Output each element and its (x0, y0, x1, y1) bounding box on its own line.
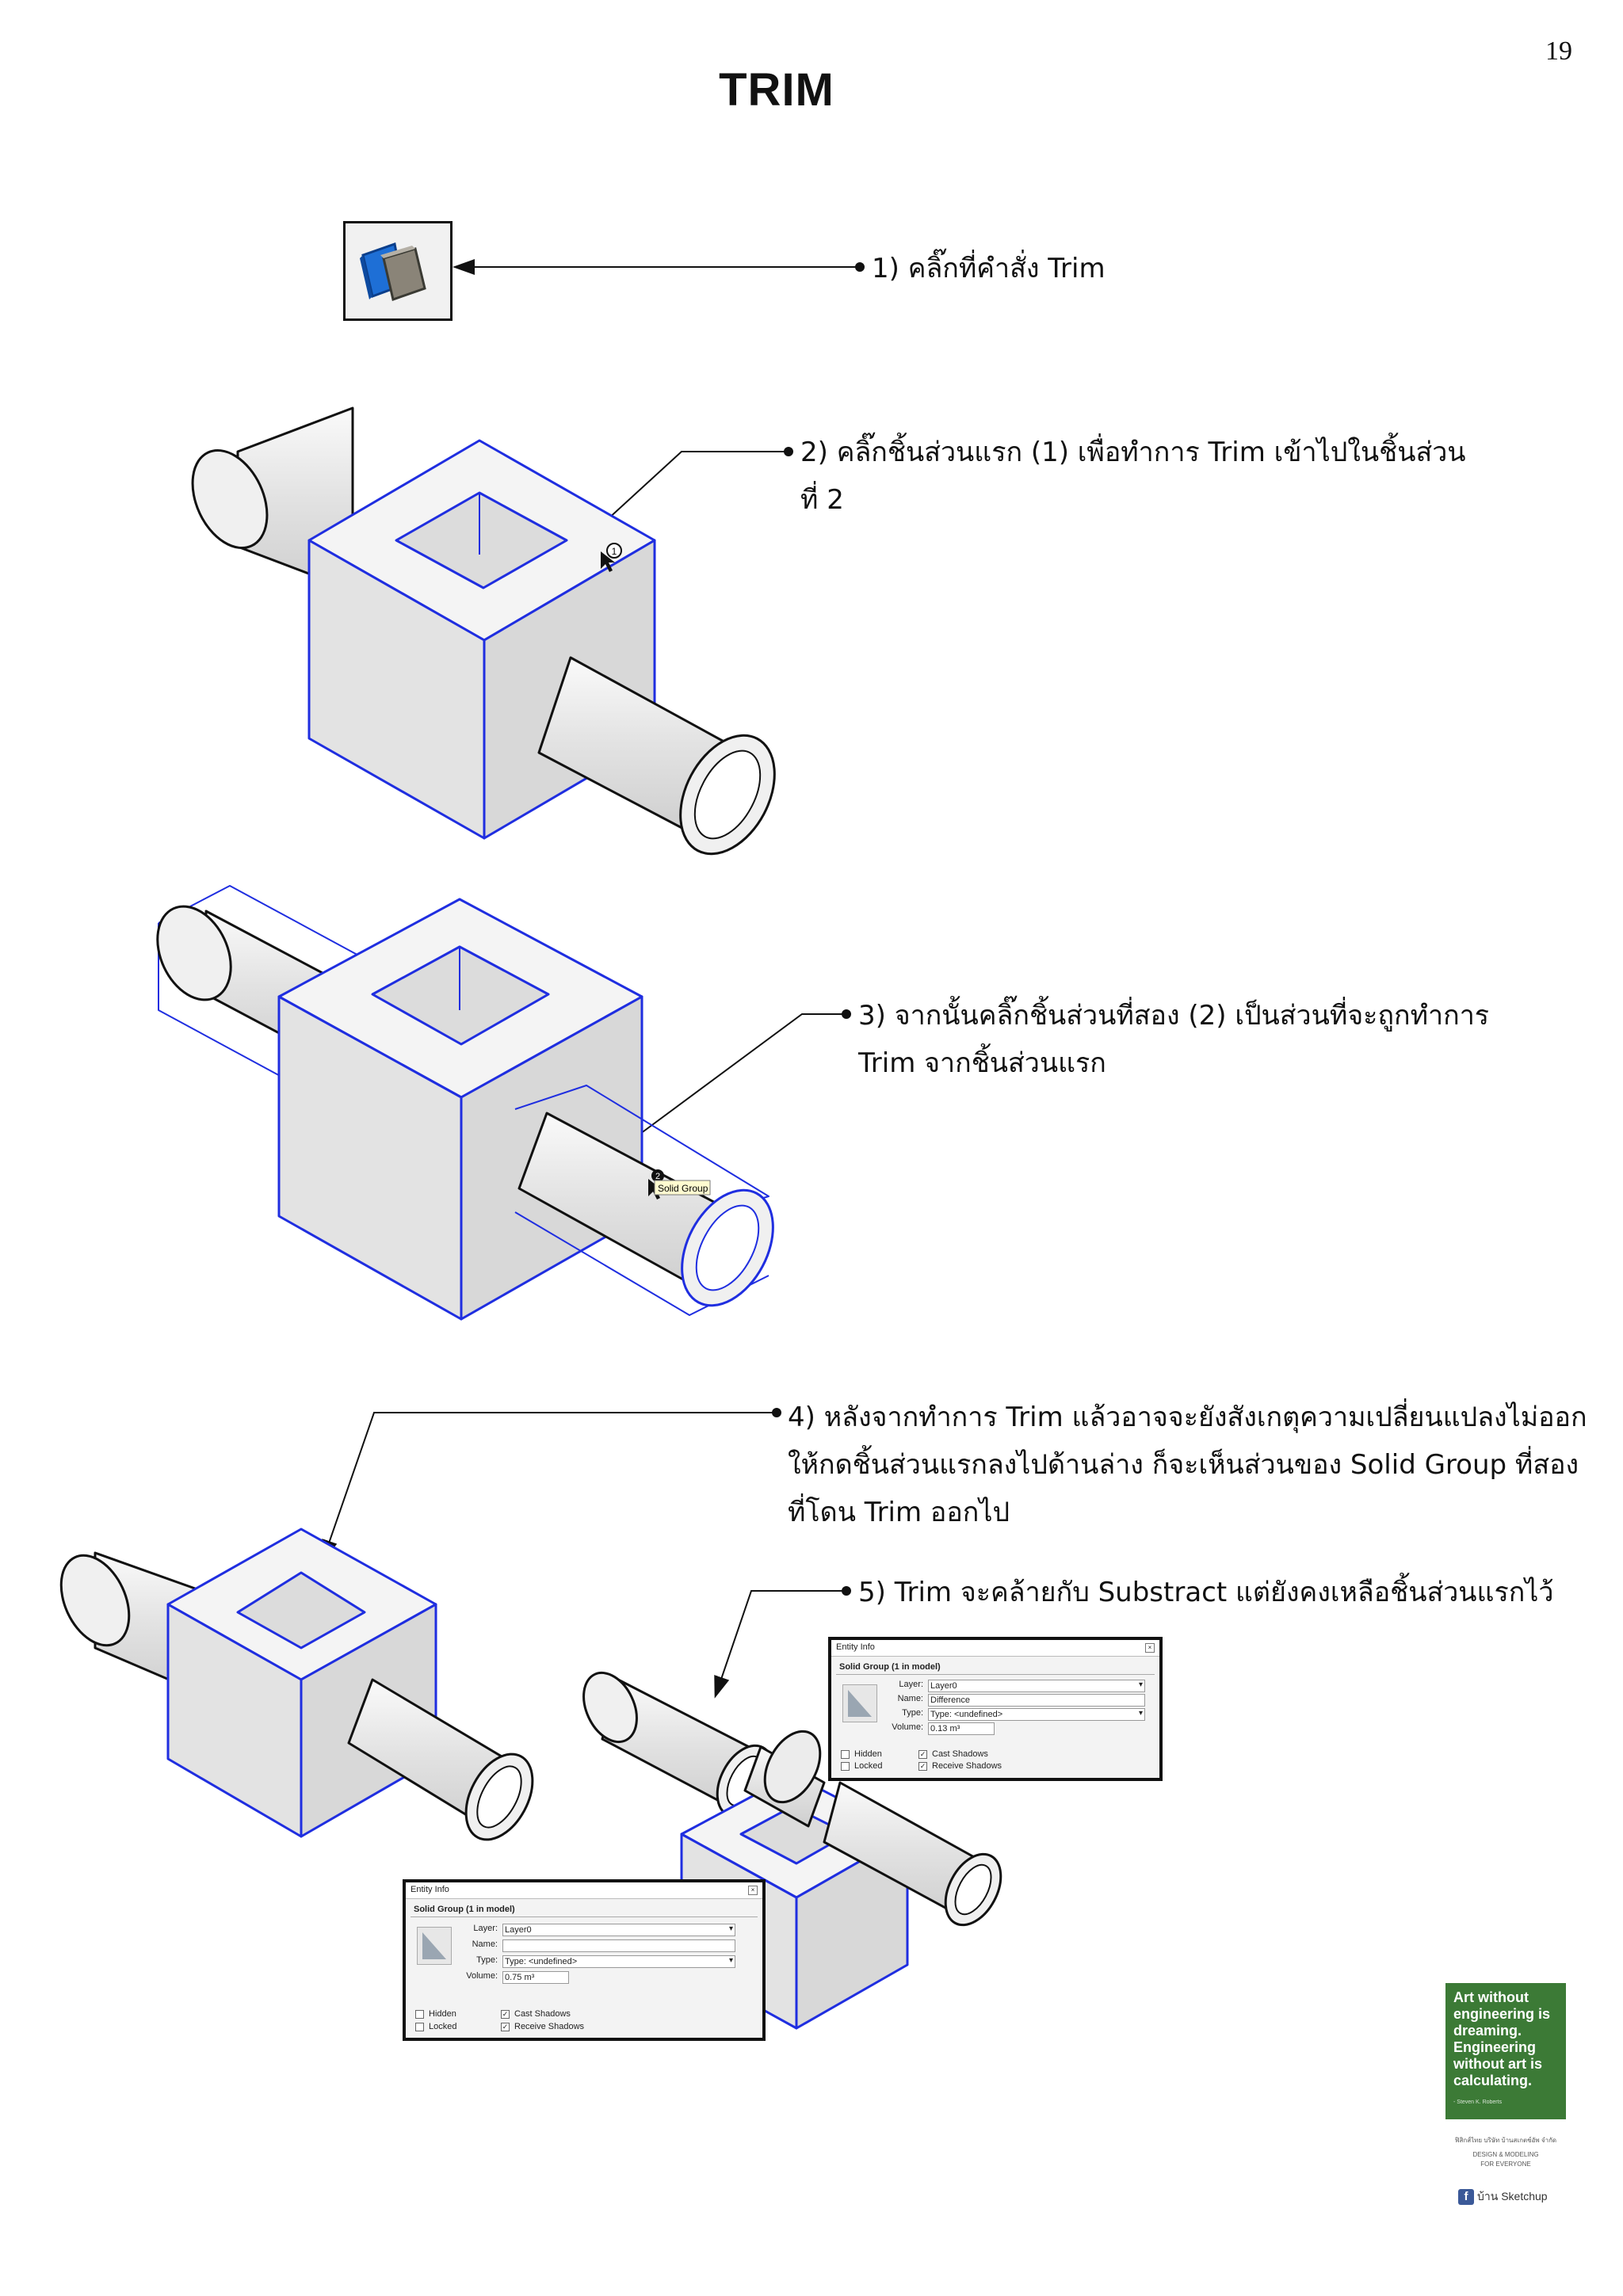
step-4-text-line1: 4) หลังจากทำการ Trim แล้วอาจจะยังสังเกตุ… (788, 1402, 1587, 1433)
callout-4 (322, 1412, 777, 1562)
locked-checkbox[interactable]: Locked (415, 2022, 456, 2031)
step-2-text-line1: 2) คลิ๊กชิ้นส่วนแรก (1) เพื่อทำการ Trim … (800, 437, 1466, 468)
close-icon[interactable]: × (1145, 1643, 1155, 1653)
panel-subtitle: Solid Group (1 in model) (836, 1660, 1155, 1675)
facebook-icon: f (1458, 2189, 1474, 2205)
cast-shadows-checkbox[interactable]: ✓Cast Shadows (918, 1749, 988, 1759)
step-3-text-line2: Trim จากชิ้นส่วนแรก (858, 1047, 1106, 1079)
layer-select[interactable]: Layer0 (502, 1924, 735, 1936)
panel-subtitle: Solid Group (1 in model) (411, 1902, 758, 1917)
type-label: Type: (476, 1955, 498, 1965)
name-field[interactable]: Difference (928, 1694, 1145, 1707)
model-step4 (59, 1527, 534, 1841)
cursor-icon (601, 551, 615, 572)
volume-label: Volume: (466, 1971, 498, 1981)
trim-solids-icon (360, 242, 426, 301)
receive-shadows-checkbox[interactable]: ✓Receive Shadows (501, 2022, 585, 2031)
layer-label: Layer: (473, 1924, 498, 1933)
poster-quote: Art without engineering is dreaming. Eng… (1453, 1989, 1551, 2088)
step-5-text: 5) Trim จะคล้ายกับ Substract แต่ยังคงเหล… (858, 1577, 1554, 1608)
poster-author: - Steven K. Roberts (1453, 2100, 1503, 2105)
model-step3: 2 Solid Group (156, 885, 774, 1321)
marker-2: 2 (655, 1172, 660, 1181)
name-label: Name: (472, 1939, 498, 1949)
volume-value: 0.75 m³ (502, 1971, 569, 1984)
marker-1: 1 (612, 546, 617, 557)
step-3-text-line1: 3) จากนั้นคลิ๊กชิ้นส่วนที่สอง (2) เป็นส่… (858, 1000, 1490, 1032)
page-number: 19 (1545, 36, 1572, 66)
type-label: Type: (902, 1708, 923, 1718)
component-thumbnail (417, 1927, 452, 1965)
layer-label: Layer: (899, 1680, 923, 1689)
step-4-text-line2: ให้กดชิ้นส่วนแรกลงไปด้านล่าง ก็จะเห็นส่ว… (788, 1449, 1579, 1481)
cast-shadows-checkbox[interactable]: ✓Cast Shadows (501, 2009, 571, 2019)
entity-info-panel-solid-group: Entity Info × Solid Group (1 in model) L… (403, 1879, 766, 2041)
poster-caption-1: ฟิสิกส์ไทย บริษัท บ้านสเกตช์อัพ จำกัด (1454, 2137, 1557, 2144)
page-title: TRIM (719, 64, 834, 116)
trim-tool-icon[interactable] (343, 221, 453, 321)
component-thumbnail (842, 1684, 877, 1722)
type-select[interactable]: Type: <undefined> (502, 1955, 735, 1968)
quote-poster: Art without engineering is dreaming. Eng… (1445, 1983, 1566, 2119)
tooltip-text: Solid Group (658, 1183, 708, 1194)
locked-checkbox[interactable]: Locked (841, 1761, 882, 1771)
volume-value: 0.13 m³ (928, 1722, 995, 1735)
layer-select[interactable]: Layer0 (928, 1680, 1145, 1692)
hidden-checkbox[interactable]: Hidden (415, 2009, 456, 2019)
callout-3 (619, 1013, 846, 1150)
close-icon[interactable]: × (748, 1886, 758, 1895)
volume-label: Volume: (892, 1722, 923, 1732)
name-label: Name: (897, 1694, 923, 1703)
model-step2: 1 (191, 406, 776, 856)
panel-title: Entity Info (406, 1882, 762, 1899)
step-2-text-line2: ที่ 2 (800, 484, 844, 516)
poster-caption-3: FOR EVERYONE (1480, 2161, 1531, 2168)
tooltip-box (654, 1180, 711, 1196)
receive-shadows-checkbox[interactable]: ✓Receive Shadows (918, 1761, 1002, 1771)
panel-title: Entity Info (831, 1640, 1159, 1657)
model-step5 (582, 1671, 1002, 2030)
type-select[interactable]: Type: <undefined> (928, 1708, 1145, 1721)
facebook-page-name: บ้าน Sketchup (1477, 2190, 1548, 2203)
step-4-text-line3: ที่โดน Trim ออกไป (788, 1497, 1010, 1528)
hidden-checkbox[interactable]: Hidden (841, 1749, 882, 1759)
name-field[interactable] (502, 1939, 735, 1952)
poster-caption-2: DESIGN & MODELING (1472, 2151, 1539, 2158)
entity-info-panel-difference: Entity Info × Solid Group (1 in model) L… (828, 1637, 1163, 1781)
callout-5 (714, 1590, 846, 1699)
step-1-text: 1) คลิ๊กที่คำสั่ง Trim (872, 253, 1106, 284)
